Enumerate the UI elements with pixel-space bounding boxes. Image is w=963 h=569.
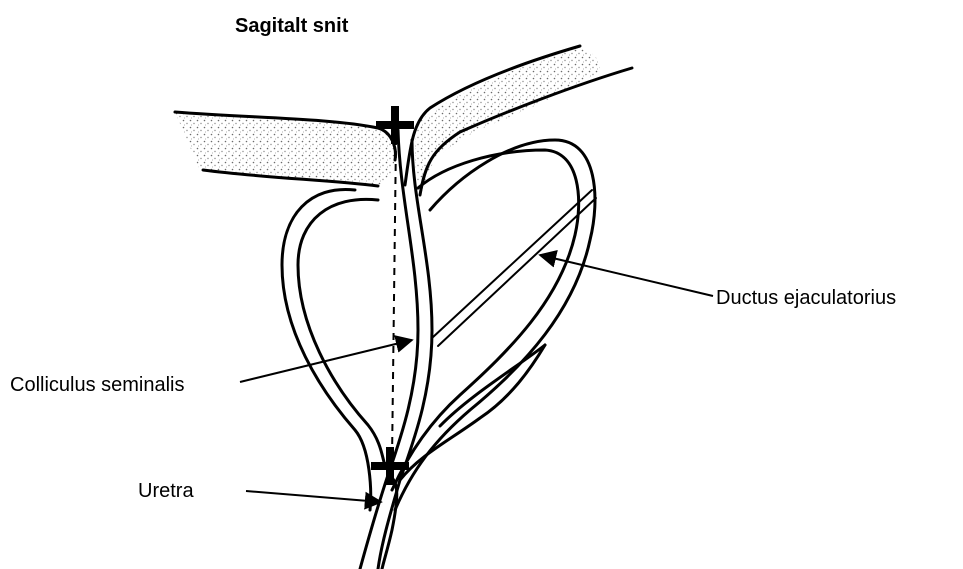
urethra-left-wall (360, 130, 418, 569)
ductus-ejaculatorius-wall-lower (438, 198, 596, 346)
uretra-arrow (246, 491, 381, 502)
label-uretra: Uretra (138, 480, 194, 502)
right-lobe-lower-wall (440, 345, 545, 426)
left-lobe-outer (282, 189, 371, 510)
left-tissue-band (175, 112, 395, 186)
diagram-title: Sagitalt snit (235, 15, 349, 37)
label-colliculus-seminalis: Colliculus seminalis (10, 374, 185, 396)
lower-cross-marker (371, 447, 409, 485)
ductus-arrow (540, 255, 713, 296)
ductus-ejaculatorius-wall-upper (432, 190, 592, 338)
left-lobe-inner (298, 199, 384, 462)
label-ductus-ejaculatorius: Ductus ejaculatorius (716, 287, 896, 309)
right-lobe-inner (392, 150, 579, 490)
dashed-reference-line (392, 138, 396, 460)
colliculus-arrow (240, 340, 412, 382)
